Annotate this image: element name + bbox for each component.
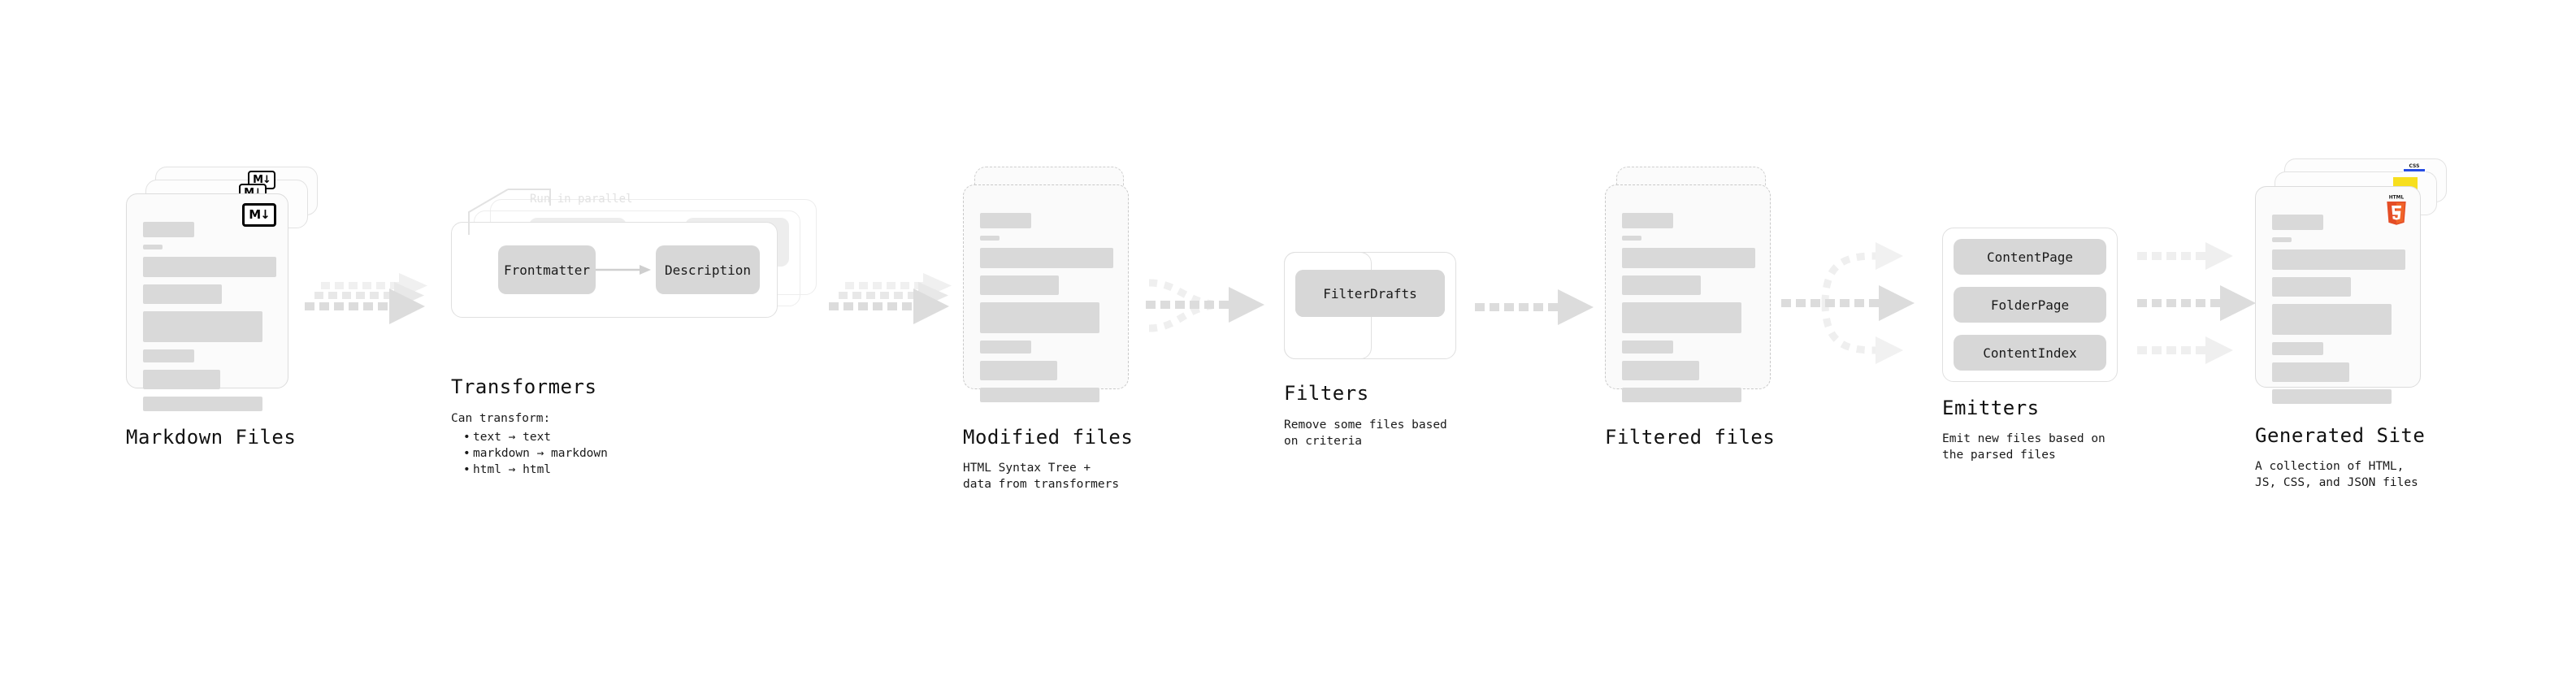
css-badge-label: CSS bbox=[2409, 163, 2420, 169]
skeleton-line bbox=[980, 275, 1059, 295]
skeleton-line bbox=[980, 361, 1057, 380]
skeleton-line bbox=[980, 236, 1000, 241]
skeleton-line bbox=[1622, 388, 1741, 402]
stage-title-markdown-files: Markdown Files bbox=[126, 426, 297, 449]
stage-title-modified-files: Modified files bbox=[963, 426, 1134, 449]
connector-transformers-to-modified bbox=[829, 273, 952, 324]
html5-badge-icon: HTML bbox=[2387, 196, 2406, 225]
css-badge-bar bbox=[2404, 169, 2425, 171]
emitters-caption: Emit new files based on the parsed files bbox=[1942, 432, 2105, 462]
connector-md-to-transformers bbox=[305, 273, 427, 324]
connector-filtered-to-emitters bbox=[1781, 242, 1915, 364]
document-card-modified[interactable] bbox=[963, 184, 1129, 402]
skeleton-line bbox=[2272, 362, 2349, 382]
skeleton-line bbox=[143, 370, 220, 389]
skeleton-line bbox=[980, 248, 1113, 268]
skeleton-line bbox=[1622, 275, 1701, 295]
connector-modified-to-filters bbox=[1146, 279, 1264, 332]
skeleton-line bbox=[980, 388, 1099, 402]
skeleton-line bbox=[1622, 248, 1755, 268]
skeleton-line bbox=[2272, 277, 2351, 297]
skeleton-line bbox=[143, 284, 222, 304]
generated-site-caption: A collection of HTML, JS, CSS, and JSON … bbox=[2255, 460, 2418, 489]
transformer-pill-frontmatter[interactable]: Frontmatter bbox=[498, 245, 596, 294]
emitter-pill-folderpage[interactable]: FolderPage bbox=[1954, 287, 2106, 323]
transformers-bullet-item: text → text bbox=[463, 429, 608, 445]
skeleton-line bbox=[1622, 361, 1699, 380]
filters-caption: Remove some files based on criteria bbox=[1284, 419, 1447, 448]
annotation-run-in-parallel: Run in parallel bbox=[530, 193, 633, 206]
skeleton-line bbox=[2272, 249, 2405, 270]
stage-title-emitters: Emitters bbox=[1942, 397, 2040, 419]
skeleton-line bbox=[2272, 215, 2323, 230]
skeleton-line bbox=[2272, 389, 2392, 404]
parallel-leader-line bbox=[468, 189, 551, 235]
skeleton-line bbox=[143, 311, 262, 342]
transformer-pill-description[interactable]: Description bbox=[656, 245, 760, 294]
document-skeleton bbox=[143, 222, 276, 419]
skeleton-line bbox=[1622, 213, 1673, 228]
stage-title-generated-site: Generated Site bbox=[2255, 424, 2426, 447]
transformers-bullet-item: markdown → markdown bbox=[463, 445, 608, 462]
document-skeleton bbox=[980, 213, 1113, 410]
skeleton-line bbox=[143, 349, 194, 362]
skeleton-line bbox=[143, 397, 262, 411]
filter-panel-outline[interactable] bbox=[1284, 252, 1456, 359]
css-badge-icon: CSS bbox=[2403, 163, 2426, 175]
skeleton-line bbox=[2272, 304, 2392, 335]
skeleton-line bbox=[980, 340, 1031, 354]
transformers-bullet-item: html → html bbox=[463, 462, 608, 478]
transformers-bullet-list: text → text markdown → markdown html → h… bbox=[462, 429, 608, 478]
skeleton-line bbox=[1622, 340, 1673, 354]
skeleton-line bbox=[980, 302, 1099, 333]
document-card-filtered[interactable] bbox=[1605, 184, 1771, 402]
skeleton-line bbox=[1622, 302, 1741, 333]
document-card-markdown[interactable]: M↓ bbox=[126, 193, 288, 411]
filter-pill-filterdrafts-visible[interactable]: FilterDrafts bbox=[1295, 270, 1445, 317]
markdown-badge-icon: M↓ bbox=[242, 203, 276, 227]
skeleton-line bbox=[143, 222, 194, 237]
stage-title-filters: Filters bbox=[1284, 382, 1369, 405]
document-skeleton bbox=[2272, 215, 2405, 411]
svg-text:HTML: HTML bbox=[2389, 196, 2405, 201]
connector-emitters-to-site bbox=[2137, 242, 2256, 364]
skeleton-line bbox=[2272, 342, 2323, 355]
document-skeleton bbox=[1622, 213, 1755, 410]
transformers-caption-lead: Can transform: bbox=[451, 412, 551, 425]
emitter-pill-contentindex[interactable]: ContentIndex bbox=[1954, 335, 2106, 371]
stage-title-transformers: Transformers bbox=[451, 375, 597, 398]
skeleton-line bbox=[1622, 236, 1641, 241]
skeleton-line bbox=[980, 213, 1031, 228]
skeleton-line bbox=[143, 245, 163, 249]
transformer-inner-arrow bbox=[596, 265, 651, 275]
connector-filters-to-filtered bbox=[1475, 289, 1594, 325]
emitter-pill-contentpage[interactable]: ContentPage bbox=[1954, 239, 2106, 275]
skeleton-line bbox=[2272, 237, 2292, 242]
skeleton-line bbox=[143, 257, 276, 277]
document-card-generated-site[interactable]: HTML bbox=[2255, 186, 2421, 404]
modified-files-caption: HTML Syntax Tree + data from transformer… bbox=[963, 462, 1120, 491]
stage-title-filtered-files: Filtered files bbox=[1605, 426, 1776, 449]
